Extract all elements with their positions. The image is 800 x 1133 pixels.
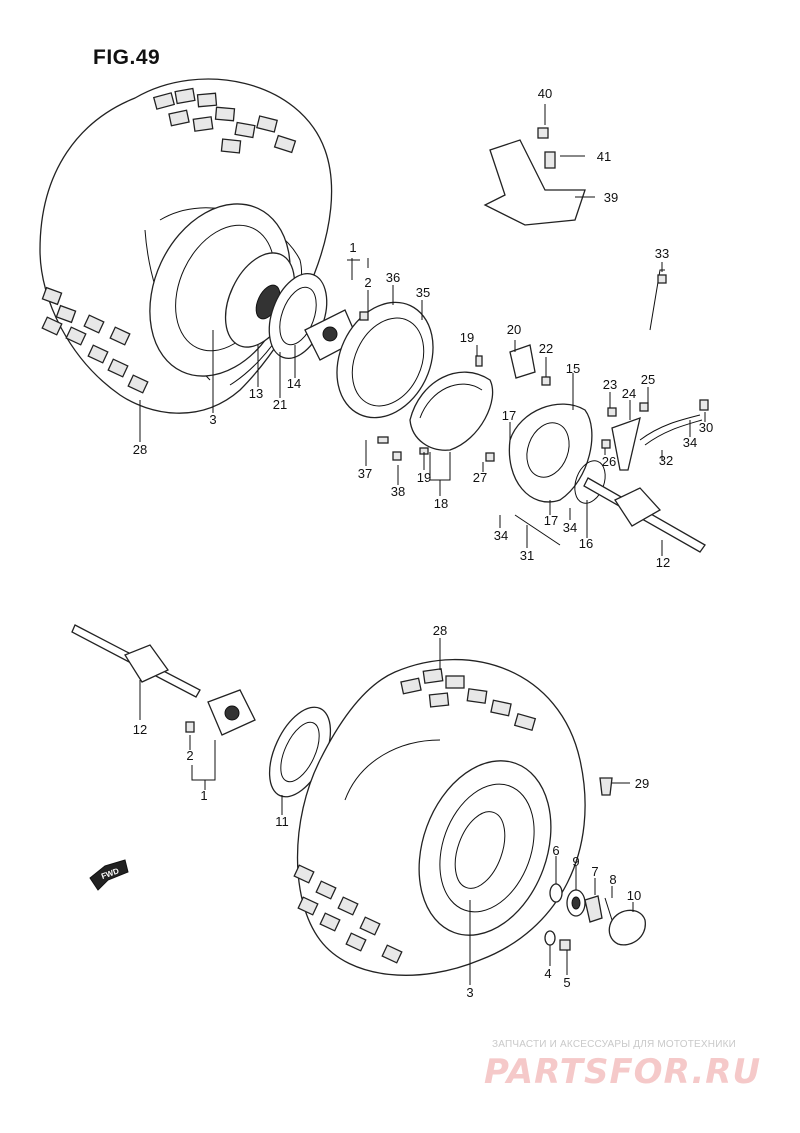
small-fasteners-upper — [359, 311, 709, 462]
callout: 40 — [538, 86, 552, 101]
lower-hub — [185, 689, 256, 736]
callout: 1 — [349, 240, 356, 255]
brake-panel — [508, 403, 593, 503]
callout: 29 — [635, 776, 649, 791]
callout-labels: 40 41 39 33 1 2 36 35 19 20 22 15 23 25 … — [133, 86, 713, 1000]
callout: 25 — [641, 372, 655, 387]
callout: 22 — [539, 341, 553, 356]
figure-title: FIG.49 — [93, 46, 161, 69]
cotter-pin-33 — [649, 269, 667, 331]
callout: 28 — [133, 442, 147, 457]
callout: 15 — [566, 361, 580, 376]
callout: 34 — [494, 528, 508, 543]
callout: 28 — [433, 623, 447, 638]
callout: 26 — [602, 454, 616, 469]
callout: 2 — [186, 748, 193, 763]
callout: 6 — [552, 843, 559, 858]
callout: 34 — [683, 435, 697, 450]
callout: 24 — [622, 386, 636, 401]
lower-rim — [418, 760, 552, 936]
lower-hardware — [544, 777, 646, 951]
lower-tire-tread-blocks — [293, 668, 537, 964]
callout: 10 — [627, 888, 641, 903]
callout: 1 — [200, 788, 207, 803]
callout: 3 — [209, 412, 216, 427]
callout: 23 — [603, 377, 617, 392]
callout: 39 — [604, 190, 618, 205]
callout: 27 — [473, 470, 487, 485]
upper-tire-tread-blocks — [41, 87, 297, 394]
callout: 35 — [416, 285, 430, 300]
callout: 33 — [655, 246, 669, 261]
callout: 13 — [249, 386, 263, 401]
callout: 11 — [275, 814, 289, 829]
callout: 20 — [507, 322, 521, 337]
callout: 37 — [358, 466, 372, 481]
callout: 8 — [609, 872, 616, 887]
callout: 36 — [386, 270, 400, 285]
callout: 32 — [659, 453, 673, 468]
callout: 17 — [502, 408, 516, 423]
rod-31 — [514, 514, 561, 546]
upper-axle-shaft — [583, 477, 706, 553]
callout: 4 — [544, 966, 551, 981]
callout: 17 — [544, 513, 558, 528]
callout: 41 — [597, 149, 611, 164]
watermark-caption: ЗАПЧАСТИ И АКСЕССУАРЫ ДЛЯ МОТОТЕХНИКИ — [492, 1039, 737, 1050]
brake-bracket — [483, 127, 586, 226]
callout: 16 — [579, 536, 593, 551]
callout: 3 — [466, 985, 473, 1000]
brake-drum — [336, 301, 434, 419]
callout: 12 — [656, 555, 670, 570]
callout: 18 — [434, 496, 448, 511]
callout: 2 — [364, 275, 371, 290]
callout: 38 — [391, 484, 405, 499]
callout: 21 — [273, 397, 287, 412]
callout: 7 — [591, 864, 598, 879]
callout: 19 — [417, 470, 431, 485]
fwd-arrow-icon — [89, 859, 129, 891]
callout: 12 — [133, 722, 147, 737]
watermark-logo: PARTSFOR.RU — [484, 1052, 762, 1092]
callout: 9 — [572, 854, 579, 869]
callout: 30 — [699, 420, 713, 435]
callout: 34 — [563, 520, 577, 535]
brake-shoes — [409, 371, 494, 451]
brake-arm-parts — [509, 344, 703, 471]
callout: 31 — [520, 548, 534, 563]
leader-lines — [139, 104, 706, 985]
lower-axle-shaft — [71, 624, 201, 698]
callout: 5 — [563, 975, 570, 990]
callout: 19 — [460, 330, 474, 345]
callout: 14 — [287, 376, 301, 391]
